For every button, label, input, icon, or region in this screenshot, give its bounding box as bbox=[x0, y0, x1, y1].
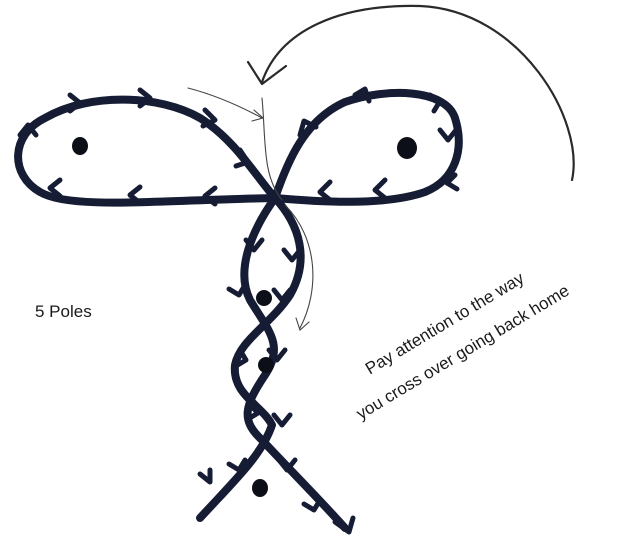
arrow-mark bbox=[274, 415, 290, 425]
pole-marker bbox=[397, 137, 417, 159]
pole-marker bbox=[256, 290, 272, 306]
return-arrow-head bbox=[248, 62, 286, 84]
poles-group bbox=[72, 137, 417, 497]
arrow-mark bbox=[304, 500, 320, 510]
arrow-mark bbox=[375, 180, 385, 198]
pole-marker bbox=[258, 357, 274, 373]
arrow-mark bbox=[229, 285, 245, 295]
pole-marker bbox=[252, 479, 268, 497]
arrow-mark bbox=[229, 460, 245, 470]
right-loop-path bbox=[275, 93, 459, 202]
left-loop-path bbox=[18, 100, 275, 203]
pole-marker bbox=[72, 137, 88, 155]
poles-label: 5 Poles bbox=[35, 302, 92, 322]
arrow-mark bbox=[440, 130, 456, 140]
arrow-mark bbox=[200, 470, 210, 482]
